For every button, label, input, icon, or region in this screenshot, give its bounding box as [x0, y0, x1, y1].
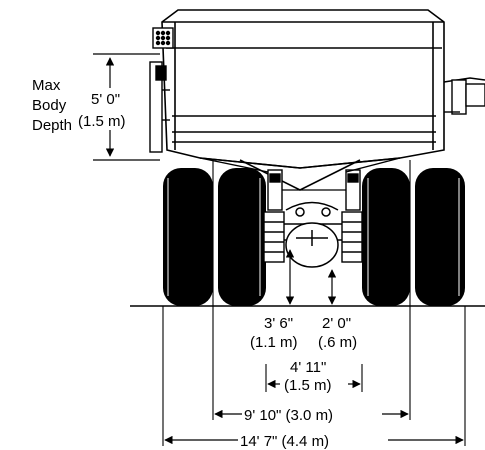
rear-axle — [265, 201, 363, 268]
axle-clearance-imperial: 3' 6" — [264, 315, 293, 332]
tire-left-inner — [218, 168, 266, 306]
diff-clearance-metric: (.6 m) — [318, 334, 357, 351]
dump-body — [161, 9, 445, 191]
diff-clearance-imperial: 2' 0" — [322, 315, 351, 332]
right-side-bracket — [443, 77, 485, 115]
body-depth-label-line2: Body — [32, 97, 67, 114]
tire-left-outer — [163, 168, 213, 306]
body-depth-imperial: 5' 0" — [91, 91, 120, 108]
right-suspension-strut — [341, 169, 363, 263]
frame-rails — [199, 157, 401, 191]
body-depth-label-line3: Depth — [32, 117, 72, 134]
left-suspension-strut — [263, 169, 285, 263]
body-depth-metric: (1.5 m) — [78, 113, 126, 130]
left-side-bracket — [149, 61, 170, 153]
width-extension-lines — [162, 160, 466, 446]
tire-right-outer — [415, 168, 465, 306]
axle-clearance-metric: (1.1 m) — [250, 334, 298, 351]
body-depth-label-line1: Max — [32, 77, 61, 94]
tread-width: 9' 10" (3.0 m) — [244, 407, 333, 424]
tail-light-icon — [152, 27, 174, 49]
overall-width: 14' 7" (4.4 m) — [240, 433, 329, 450]
inner-tire-width-imperial: 4' 11" — [290, 359, 326, 376]
body-depth-dimension — [93, 53, 160, 161]
tire-right-inner — [362, 168, 410, 306]
inner-tire-width-metric: (1.5 m) — [284, 377, 332, 394]
